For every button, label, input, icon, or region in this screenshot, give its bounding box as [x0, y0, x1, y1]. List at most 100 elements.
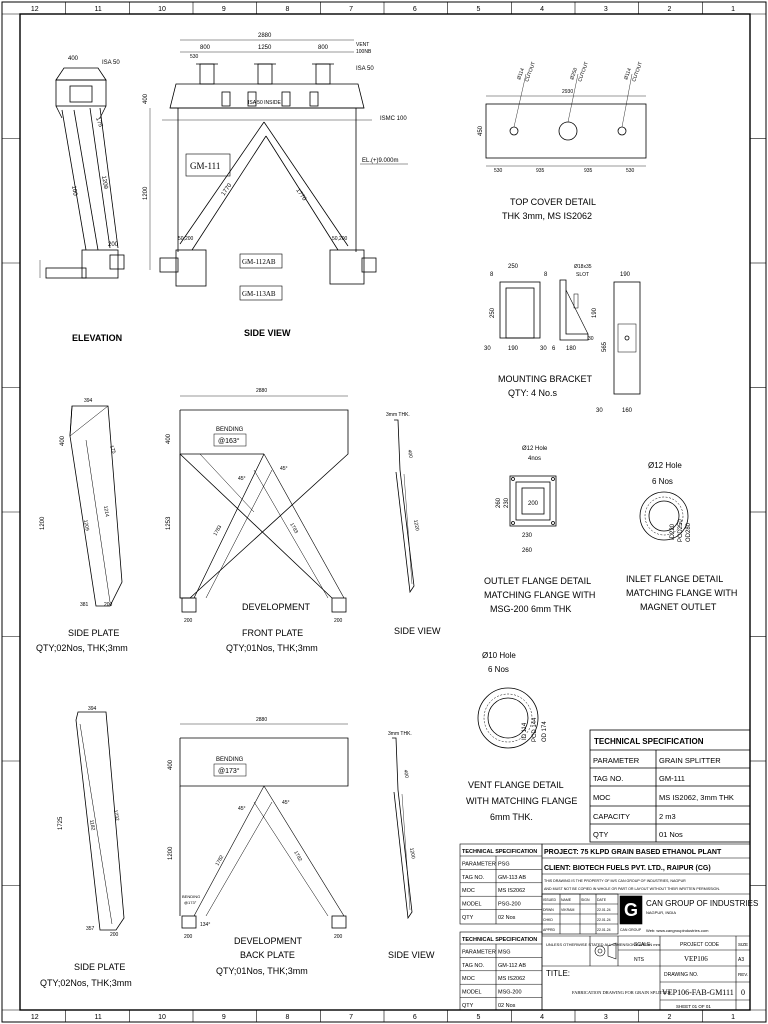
of-hole: Ø12 Hole — [522, 446, 548, 452]
top-cover-detail: 2930 450 530 935 935 530 Ø114 CUTOUT Ø25… — [478, 61, 647, 221]
tag-gm111: GM-111 — [190, 161, 220, 171]
side-plate-1: 394 400 175 1200 1209 1214 381 200 SIDE … — [36, 398, 128, 653]
sv2-dim-400: 400 — [402, 769, 409, 778]
svg-text:G: G — [624, 900, 638, 920]
tb-size-value: A3 — [738, 957, 744, 963]
tb-project: PROJECT: 75 KLPD GRAIN BASED ETHANOL PLA… — [544, 849, 722, 856]
elevation-caption: ELEVATION — [72, 333, 122, 343]
tc-cut2b: CUTOUT — [577, 61, 590, 83]
if-hole: Ø12 Hole — [648, 461, 682, 470]
col-label: 3 — [604, 1014, 608, 1021]
tc-dim-935b: 935 — [584, 168, 593, 174]
elev-dim-isa: ISA 50 — [102, 60, 120, 66]
tc-cut2: Ø250 — [569, 67, 579, 81]
tech_spec_a-value-4: 02 Nos — [498, 915, 516, 921]
mb-slot: Ø18x35 — [574, 264, 592, 270]
of-h260: 260 — [496, 497, 502, 508]
tsm-value-2: MS IS2062, 3mm THK — [659, 793, 734, 802]
fp-dim-400: 400 — [166, 433, 172, 444]
front-plate-caption-0: DEVELOPMENT — [242, 602, 311, 612]
mb-dim-250: 250 — [508, 264, 519, 270]
mb-dim-h250: 250 — [490, 307, 496, 318]
back-plate-development: 2880 400 1200 1782 1782 45° 45° 134° 200… — [168, 717, 349, 976]
col-label: 5 — [477, 1014, 481, 1021]
mb-dim-30a: 30 — [484, 346, 491, 352]
front-plate-caption-2: QTY;01Nos, THK;3mm — [226, 643, 318, 653]
mounting-caption-2: QTY: 4 No.s — [508, 388, 558, 398]
tech_spec_b-value-4: 02 Nos — [498, 1003, 516, 1009]
tb-title-label: TITLE: — [546, 969, 570, 978]
tech_spec_a-value-0: PSG — [498, 861, 510, 867]
col-label: 2 — [668, 6, 672, 13]
mb-dim-565: 565 — [602, 341, 608, 352]
top-cover-caption-2: THK 3mm, MS IS2062 — [502, 211, 592, 221]
col-label: 12 — [31, 1014, 39, 1021]
sig-cell: 22.01.24 — [597, 908, 611, 912]
col-label: 11 — [95, 6, 102, 13]
elev-dim-200: 200 — [108, 242, 119, 248]
mb-dim-30d: 30 — [596, 408, 603, 414]
tb-proj-code-label: PROJECT CODE — [680, 942, 720, 948]
sv-leg-1: 1770 — [221, 182, 234, 197]
side-view-2-caption: SIDE VIEW — [388, 950, 435, 960]
mounting-bracket-detail: 250 8 8 250 30 190 30 Ø18x35 SLOT 190 6 … — [484, 264, 641, 414]
sv-dim-800b: 800 — [318, 45, 329, 51]
back-plate-caption-2: QTY;01Nos, THK;3mm — [216, 966, 308, 976]
mb-dim-190: 190 — [508, 346, 519, 352]
tb-notice-1: THIS DRAWING IS THE PROPERTY OF M/S CAN … — [544, 879, 686, 883]
sig-cell: DRWN — [543, 908, 554, 912]
col-label: 6 — [413, 6, 417, 13]
bp-ang-2: 45° — [282, 800, 290, 806]
vent-flange-detail: Ø10 Hole 6 Nos ID 114 PCD 144 OD 174 VEN… — [466, 651, 577, 822]
tb-scale-label: SCALE — [634, 942, 651, 948]
tech_spec_b-value-0: MSG — [498, 949, 511, 955]
vf-hole: Ø10 Hole — [482, 651, 516, 660]
tb-proj-code: VEP106 — [684, 955, 708, 963]
tech_spec_a-value-3: PSG-200 — [498, 902, 521, 908]
col-label: 8 — [286, 6, 290, 13]
elev-dim-175: 175 — [94, 117, 103, 129]
tech_spec_a-value-2: MS IS2062 — [498, 888, 525, 894]
sv-dim-400: 400 — [143, 93, 149, 104]
vent-caption-3: 6mm THK. — [490, 812, 533, 822]
projection-symbol-icon — [594, 942, 617, 960]
bp-ang-3: 134° — [200, 922, 210, 928]
col-label: 7 — [349, 6, 353, 13]
tech_spec_b-param-0: PARAMETER — [462, 949, 496, 955]
title-block: PROJECT: 75 KLPD GRAIN BASED ETHANOL PLA… — [541, 843, 758, 1011]
bp-dim-200b: 200 — [334, 934, 343, 940]
fp-dim-200a: 200 — [184, 618, 193, 624]
fp-bending-value: @163° — [218, 437, 240, 445]
tag-gm112: GM-112AB — [242, 258, 276, 266]
elev-dim-1209: 1209 — [100, 175, 108, 190]
col-label: 7 — [349, 1014, 353, 1021]
tsm-param-0: PARAMETER — [593, 756, 640, 765]
tech_spec_a-param-0: PARAMETER — [462, 861, 496, 867]
inlet-flange-detail: Ø12 Hole 6 Nos ID220 PCD250 OD280 INLET … — [626, 461, 737, 612]
tech_spec_b-value-1: GM-112 AB — [498, 963, 526, 969]
tc-dim-530a: 530 — [494, 168, 503, 174]
tech_spec_a-param-3: MODEL — [462, 902, 482, 908]
sig-head-1: NAME — [561, 898, 572, 902]
col-label: 1 — [731, 6, 735, 13]
mb-dim-30b: 30 — [540, 346, 547, 352]
sp2-dim-1732: 1732 — [112, 809, 120, 821]
fp-bending-label: BENDING — [216, 427, 244, 433]
tsm-param-1: TAG NO. — [593, 774, 623, 783]
mb-dim-8b: 8 — [544, 272, 548, 278]
svg-text:CAN GROUP: CAN GROUP — [620, 928, 642, 932]
bp-bending2-value: @173° — [184, 900, 197, 905]
sp2-dim-1725: 1725 — [58, 816, 64, 830]
sp1-dim-200: 200 — [104, 602, 113, 608]
sp1-dim-394: 394 — [84, 398, 93, 404]
sp1-dim-381: 381 — [80, 602, 89, 608]
fp-leg-2: 1783 — [288, 522, 299, 535]
sv-dim-800a: 800 — [200, 45, 211, 51]
of-in200: 200 — [528, 501, 539, 507]
side-view-top: 2880 800 1250 800 530 VENT 100NB ISA 50 … — [143, 33, 408, 338]
vent-caption-1: VENT FLANGE DETAIL — [468, 780, 564, 790]
sv1-thk: 3mm THK. — [386, 412, 410, 418]
